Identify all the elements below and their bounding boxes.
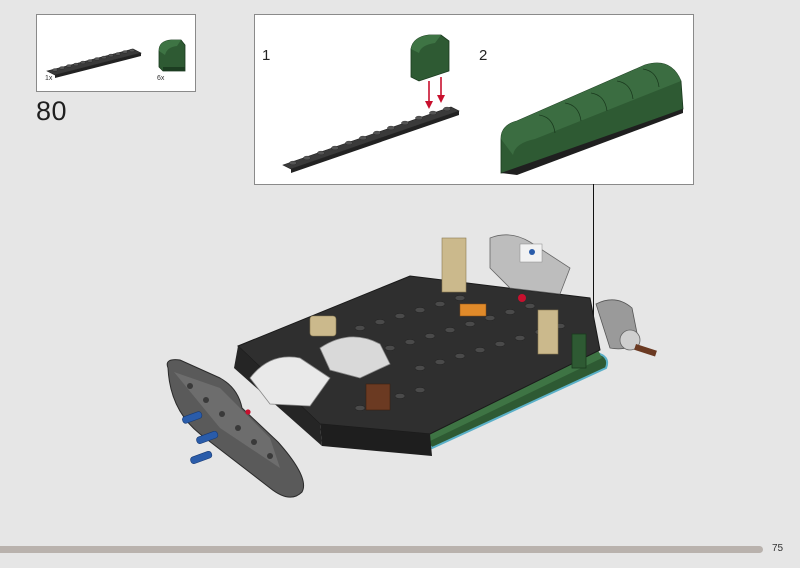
dark-grey-plate-1x12-icon [46,48,142,78]
part-quantity-slope: 6x [157,75,165,82]
page-progress-bar [0,546,763,553]
substep-label-2: 2 [479,47,488,64]
step-number: 80 [36,96,68,126]
substep-label-1: 1 [262,47,271,64]
sub-assembly-callout: 1 2 [254,14,694,185]
substep-1-illustration [282,34,460,173]
parts-list-box: 1x 6x [36,14,196,92]
chassis-model-illustration [166,234,657,498]
page-number: 75 [772,543,784,554]
substep-2-illustration [500,62,684,175]
callout-pointer-line [593,184,594,352]
green-curved-slope-icon [158,39,186,72]
part-quantity-plate: 1x [45,75,53,82]
